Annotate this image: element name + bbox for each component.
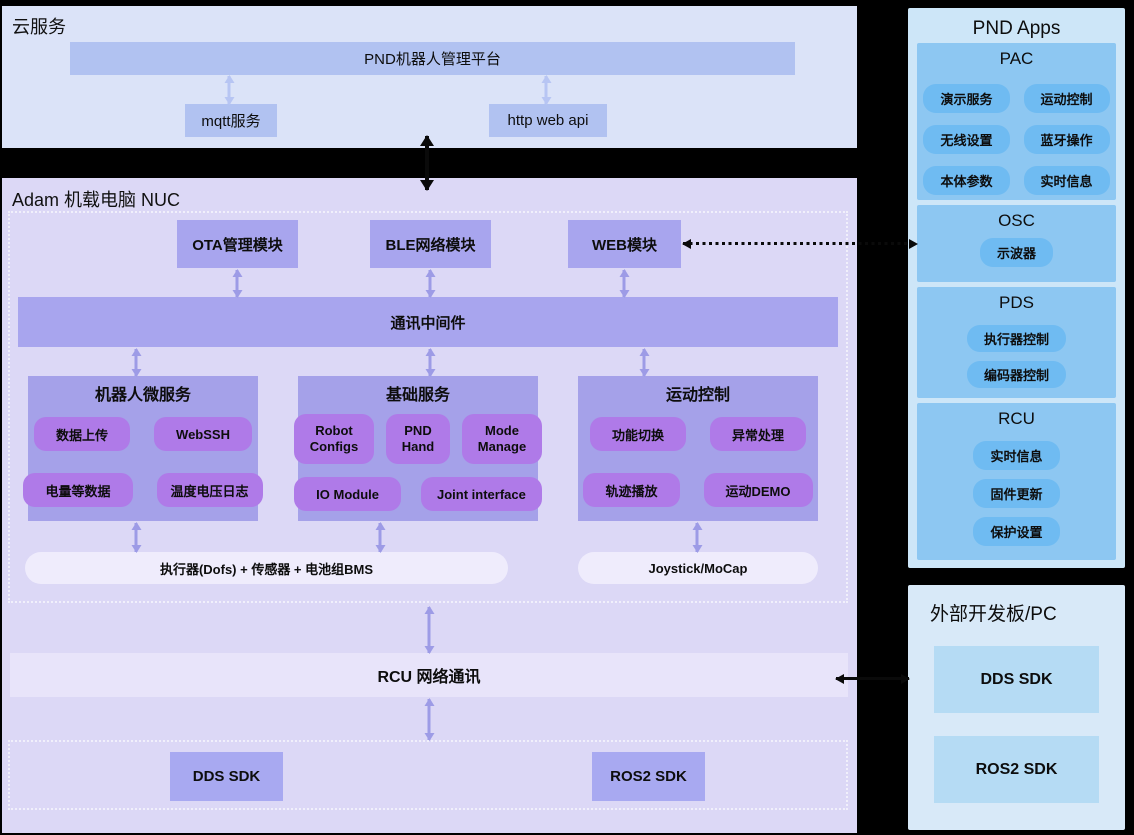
pill-row: IO Module Joint interface <box>294 477 542 511</box>
robot-microservices-group: 机器人微服务 数据上传 WebSSH 电量等数据 温度电压日志 <box>23 376 263 521</box>
osc-section: OSC 示波器 <box>917 205 1116 282</box>
nuc-inner-dashed-box <box>8 211 848 603</box>
motion-control-group: 运动控制 功能切换 异常处理 轨迹播放 运动DEMO <box>578 376 818 521</box>
pill-row: 电量等数据 温度电压日志 <box>23 473 263 507</box>
arrow-web-pndapps <box>683 242 917 245</box>
pill-webssh: WebSSH <box>154 417 252 451</box>
pill-pnd-hand: PND Hand <box>386 414 450 464</box>
pill-encoder-control: 编码器控制 <box>966 361 1066 388</box>
mqtt-service-box: mqtt服务 <box>185 104 277 137</box>
group-title: 运动控制 <box>665 387 730 404</box>
basic-services-group: 基础服务 Robot Configs PND Hand Mode Manage … <box>294 376 542 521</box>
pill-realtime-info: 实时信息 <box>1023 166 1110 195</box>
pill-row: Robot Configs PND Hand Mode Manage <box>294 414 542 464</box>
external-board-box: 外部开发板/PC DDS SDK ROS2 SDK <box>908 585 1125 830</box>
joystick-mocap-bar: Joystick/MoCap <box>578 552 818 584</box>
pill-protection-settings: 保护设置 <box>973 517 1060 546</box>
pill-body-params: 本体参数 <box>923 166 1010 195</box>
pill-oscilloscope: 示波器 <box>979 238 1053 267</box>
actuator-sensor-bms-bar: 执行器(Dofs) + 传感器 + 电池组BMS <box>25 552 508 584</box>
arrow-rcunet-sdk <box>427 699 431 740</box>
section-title: RCU <box>998 409 1035 428</box>
pill-actuator-control: 执行器控制 <box>966 325 1066 352</box>
pnd-apps-title: PND Apps <box>972 18 1061 39</box>
nuc-sdk-dashed-box <box>8 740 848 810</box>
group-title: 基础服务 <box>385 387 450 404</box>
section-title: PAC <box>999 49 1034 68</box>
arrow-platform-http <box>544 76 548 104</box>
cloud-title: 云服务 <box>12 17 66 37</box>
pill-robot-configs: Robot Configs <box>294 414 374 464</box>
arrow-microservices-hwbus <box>134 523 138 552</box>
arrow-ota-middleware <box>235 270 239 297</box>
rcu-network-bar: RCU 网络通讯 <box>10 653 848 697</box>
pill-joint-interface: Joint interface <box>421 477 542 511</box>
nuc-title: Adam 机载电脑 NUC <box>12 190 181 210</box>
pill-trajectory-playback: 轨迹播放 <box>583 473 680 507</box>
pill-mode-manage: Mode Manage <box>462 414 542 464</box>
pill-function-switch: 功能切换 <box>589 417 686 451</box>
pill-battery-data: 电量等数据 <box>23 473 133 507</box>
pill-motion-control: 运动控制 <box>1023 84 1110 113</box>
pill-temp-voltage-log: 温度电压日志 <box>156 473 263 507</box>
pill-firmware-update: 固件更新 <box>973 479 1060 508</box>
arrow-dashed-rcunet <box>427 607 431 653</box>
pill-row: 数据上传 WebSSH <box>34 417 252 451</box>
pill-realtime-info: 实时信息 <box>973 441 1060 470</box>
section-title: PDS <box>999 293 1034 312</box>
middleware-bar: 通讯中间件 <box>18 297 838 347</box>
pill-demo-service: 演示服务 <box>923 84 1010 113</box>
pnd-apps-box: PND Apps PAC 演示服务 运动控制 无线设置 蓝牙操作 本体参数 实时… <box>908 8 1125 568</box>
external-board-title: 外部开发板/PC <box>930 604 1057 625</box>
pill-io-module: IO Module <box>294 477 401 511</box>
pds-section: PDS 执行器控制 编码器控制 <box>917 287 1116 398</box>
pill-exception-handling: 异常处理 <box>710 417 807 451</box>
cloud-services-box <box>2 6 857 148</box>
arrow-ble-middleware <box>428 270 432 297</box>
arrow-middleware-motion <box>642 349 646 376</box>
arrow-platform-mqtt <box>227 76 231 104</box>
arrow-middleware-microservices <box>134 349 138 376</box>
dds-sdk-box: DDS SDK <box>170 752 283 801</box>
arrow-web-middleware <box>622 270 626 297</box>
web-module-box: WEB模块 <box>568 220 681 268</box>
arrow-middleware-basic <box>428 349 432 376</box>
pill-row: 演示服务 运动控制 <box>923 84 1110 113</box>
http-web-api-box: http web api <box>489 104 607 137</box>
platform-bar: PND机器人管理平台 <box>70 42 795 75</box>
rcu-section: RCU 实时信息 固件更新 保护设置 <box>917 403 1116 560</box>
arrow-motion-joystick <box>695 523 699 552</box>
arrow-rcunet-external <box>836 677 909 680</box>
ble-module-box: BLE网络模块 <box>370 220 491 268</box>
external-dds-sdk-box: DDS SDK <box>934 646 1099 713</box>
pill-data-upload: 数据上传 <box>34 417 131 451</box>
ros2-sdk-box: ROS2 SDK <box>592 752 705 801</box>
pill-row: 无线设置 蓝牙操作 <box>923 125 1110 154</box>
pill-row: 轨迹播放 运动DEMO <box>583 473 813 507</box>
pill-motion-demo: 运动DEMO <box>703 473 813 507</box>
pill-row: 功能切换 异常处理 <box>589 417 807 451</box>
section-title: OSC <box>998 211 1035 230</box>
ota-module-box: OTA管理模块 <box>177 220 298 268</box>
arrow-basic-hwbus <box>378 523 382 552</box>
pill-wireless-settings: 无线设置 <box>923 125 1010 154</box>
arrow-cloud-nuc <box>425 136 429 190</box>
pac-section: PAC 演示服务 运动控制 无线设置 蓝牙操作 本体参数 实时信息 <box>917 43 1116 200</box>
pill-bluetooth-ops: 蓝牙操作 <box>1023 125 1110 154</box>
pill-row: 本体参数 实时信息 <box>923 166 1110 195</box>
group-title: 机器人微服务 <box>94 387 191 404</box>
external-ros2-sdk-box: ROS2 SDK <box>934 736 1099 803</box>
